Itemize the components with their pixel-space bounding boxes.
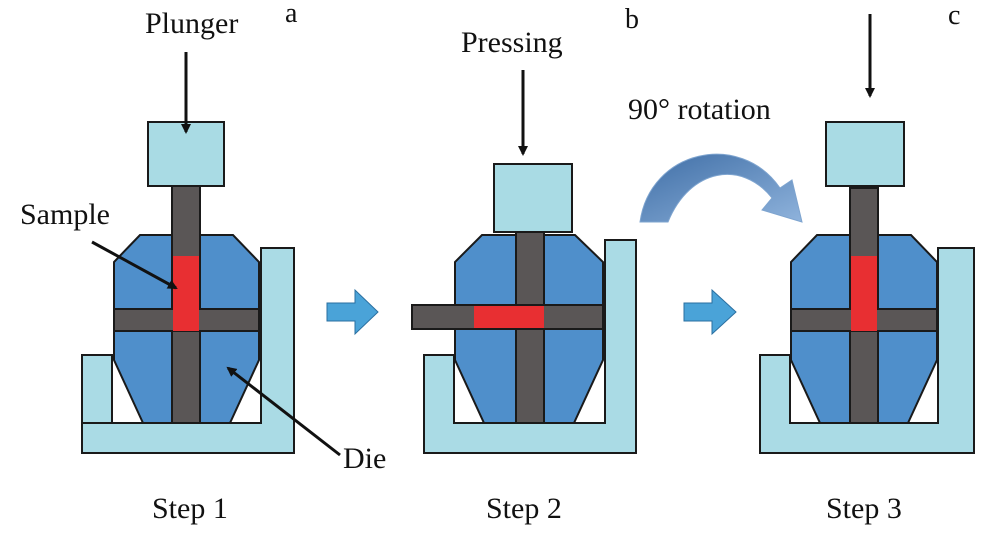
step-1-label: Step 1 <box>152 492 228 525</box>
panel-letter-a: a <box>285 0 298 29</box>
panel-letter-b: b <box>625 4 639 35</box>
step-2-label: Step 2 <box>486 492 562 525</box>
panel-a: Plunger a Sample Die Step 1 <box>20 0 386 525</box>
step-arrow-2 <box>683 288 737 336</box>
sample-label: Sample <box>20 198 110 231</box>
sample-c <box>851 256 877 331</box>
sample-pointer <box>91 240 178 290</box>
plunger-label: Plunger <box>145 7 238 40</box>
plunger-b <box>493 163 573 233</box>
panel-b: Pressing b Step 2 <box>411 4 639 525</box>
sample-b <box>474 306 544 328</box>
rotation-arrow <box>639 153 803 223</box>
step-arrow-1 <box>326 288 379 336</box>
panel-letter-c: c <box>948 0 960 31</box>
step-3-label: Step 3 <box>826 492 902 525</box>
plunger-c <box>825 121 905 187</box>
panel-c: c Step 3 <box>759 0 975 525</box>
die-pointer <box>226 366 341 457</box>
sample-a <box>173 256 199 331</box>
pressing-label: Pressing <box>461 26 563 59</box>
rotation-label: 90° rotation <box>628 93 771 126</box>
die-label: Die <box>343 442 386 475</box>
